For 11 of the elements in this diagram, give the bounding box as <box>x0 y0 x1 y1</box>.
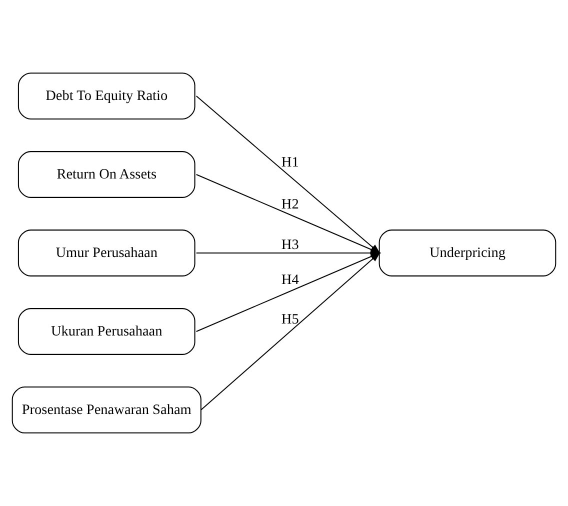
edge-label: H4 <box>281 272 299 288</box>
node-box: Ukuran Perusahaan <box>18 308 196 355</box>
node-box: Return On Assets <box>18 151 196 198</box>
node-box: Prosentase Penawaran Saham <box>12 386 202 434</box>
node-box: Umur Perusahaan <box>18 230 196 276</box>
node-box: Underpricing <box>378 230 556 276</box>
node-box: Debt To Equity Ratio <box>18 72 196 120</box>
edge-label: H3 <box>281 237 299 254</box>
edge-label: H1 <box>281 154 299 171</box>
edge-label: H5 <box>281 312 299 328</box>
edge-label: H2 <box>281 196 299 212</box>
